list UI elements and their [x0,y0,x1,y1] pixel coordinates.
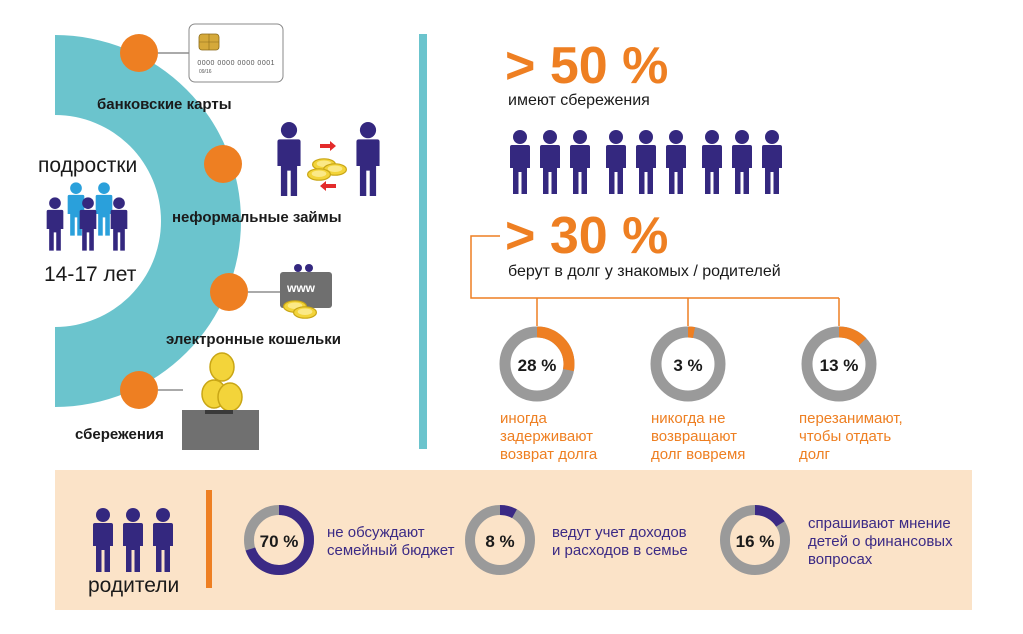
donut-delay-value-arc [499,326,575,402]
channel-label-cards: банковские карты [97,96,232,113]
bullet-dot-wallets [210,273,248,311]
channel-label-wallets: электронные кошельки [166,331,341,348]
donut-label-track-budget: 8 % [485,532,515,551]
teens-title: подростки [38,154,138,177]
donut-no-discuss [244,505,314,575]
savings-caption: имеют сбережения [508,92,650,109]
caption-never-return: никогда не возвращают долг вовремя [651,410,745,464]
donut-reborrow-value-arc [801,326,877,402]
caption-delay: иногда задерживают возврат долга [500,410,597,464]
coins-box-icon [182,352,259,450]
donut-track-budget-value-arc [465,505,535,575]
teen-figures-icon [46,182,128,251]
bullet-dot-cards [120,34,158,72]
caption-line: ведут учет доходов [552,524,687,541]
caption-line: задерживают [500,428,594,445]
channel-label-loans: неформальные займы [172,209,342,226]
donut-no-discuss-value-arc [244,505,314,575]
donut-label-ask-children: 16 % [735,532,775,551]
caption-line: перезанимают, [799,410,903,427]
donut-label-never-return: 3 % [673,356,703,375]
caption-no-discuss: не обсуждают семейный бюджет [327,524,455,560]
parents-title: родители [88,574,180,597]
savings-percent: > 50 % [505,40,668,92]
caption-line: детей о финансовых [808,533,953,550]
borrow-percent-text: > 30 % [505,207,669,265]
connector-lines [470,235,840,326]
donut-label-reborrow: 13 % [819,356,859,375]
parents-divider [206,490,212,588]
teal-half-ring [55,35,241,407]
caption-line: иногда [500,410,547,427]
borrow-caption: берут в долг у знакомых / родителей [508,263,781,280]
donut-label-no-discuss: 70 % [259,532,299,551]
savings-percent-text: > 50 % [505,37,669,95]
channel-label-savings: сбережения [75,426,164,443]
caption-line: никогда не [651,410,726,427]
caption-line: чтобы отдать [799,428,892,445]
teens-age: 14-17 лет [44,263,137,286]
donut-never-return-value-arc [650,326,726,402]
caption-reborrow: перезанимают, чтобы отдать долг [799,410,903,464]
caption-line: не обсуждают [327,524,425,541]
caption-ask-children: спрашивают мнение детей о финансовых воп… [808,515,953,569]
caption-line: долг [799,446,830,463]
bank-card-icon [188,23,284,83]
donut-ask-children-value-arc [720,505,790,575]
bullet-dot-loans [204,145,242,183]
caption-line: и расходов в семье [552,542,688,559]
caption-line: вопросах [808,551,873,568]
caption-line: семейный бюджет [327,542,455,559]
donut-never-return [650,326,726,402]
caption-line: возвращают [651,428,737,445]
card-number: 0000 0000 0000 0001 [197,60,275,67]
caption-track-budget: ведут учет доходов и расходов в семье [552,524,688,560]
donut-delay [499,326,575,402]
donut-ask-children [720,505,790,575]
caption-line: спрашивают мнение [808,515,951,532]
donut-track-budget [465,505,535,575]
vertical-divider [419,34,427,449]
donut-reborrow [801,326,877,402]
people-exchange-coins-icon [277,122,380,196]
caption-line: возврат долга [500,446,598,463]
donut-label-delay: 28 % [517,356,557,375]
bullet-dot-savings [120,371,158,409]
borrow-percent: > 30 % [505,210,668,262]
savings-people-row [510,130,782,194]
donut-charts [244,326,877,575]
card-date: 09/16 [199,69,212,75]
www-wallet-icon [280,264,332,319]
caption-line: долг вовремя [651,446,746,463]
www-text: www [287,281,316,295]
